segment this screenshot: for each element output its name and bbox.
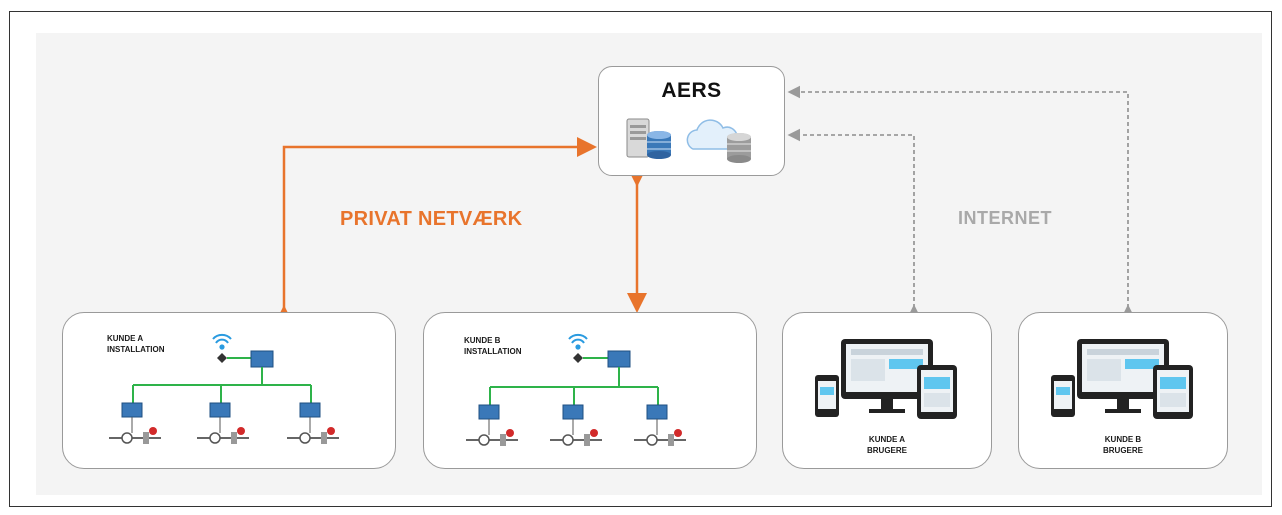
internet-label: INTERNET [958,208,1052,228]
server-database-icon [626,118,671,159]
controller-icon [250,350,274,368]
field-device-icon [109,385,161,444]
wifi-icon [212,333,232,350]
field-device-icon [287,385,339,444]
multi-device-icon [1051,339,1193,419]
users-box-kunde-a: KUNDE A BRUGERE [782,312,992,469]
installation-label: KUNDE B INSTALLATION [464,336,522,356]
installation-network-icon [109,333,339,444]
internet-link-kunde-b-users [787,85,1135,317]
private-link-kunde-a [274,137,597,325]
gateway-icon [573,353,583,363]
field-device-icon [466,387,518,446]
cloud-database-icon [686,119,751,163]
aers-icons [626,118,751,163]
gateway-icon [217,353,227,363]
private-network-label: PRIVAT NETVÆRK [340,208,523,230]
users-box-kunde-b: KUNDE B BRUGERE [1018,312,1228,469]
field-device-icon [550,387,602,446]
wifi-icon [568,333,588,350]
aers-server-box: AERS [598,66,785,176]
aers-title: AERS [661,79,722,102]
users-label: KUNDE B BRUGERE [1102,435,1143,455]
installation-label: KUNDE A INSTALLATION [107,334,165,354]
multi-device-icon [815,339,957,419]
installation-network-icon [466,333,686,446]
installation-box-kunde-b: KUNDE B INSTALLATION [423,312,757,469]
internet-link-kunde-a-users [787,128,921,317]
field-device-icon [634,387,686,446]
controller-icon [607,350,631,368]
installation-box-kunde-a: KUNDE A INSTALLATION [62,312,396,469]
field-device-icon [197,385,249,444]
users-label: KUNDE A BRUGERE [866,435,907,455]
